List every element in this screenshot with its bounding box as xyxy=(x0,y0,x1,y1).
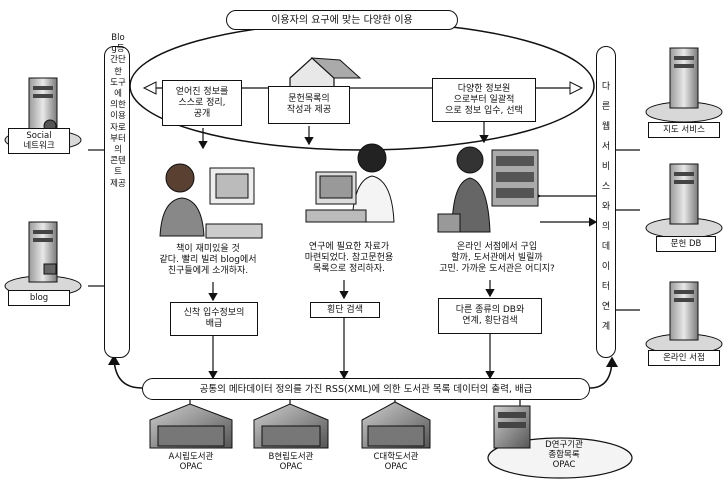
server-label-blog: blog xyxy=(8,290,70,306)
blog-server-icon xyxy=(4,221,82,297)
literature-db-server-icon xyxy=(645,163,723,239)
library-d-building-icon xyxy=(487,405,633,479)
library-b-building-icon xyxy=(253,403,329,449)
top-box-2: 다양한 정보원 으로부터 일괄적 으로 정보 입수, 선택 xyxy=(432,78,536,122)
user-blog-person-icon xyxy=(159,163,263,239)
online-bookstore-server-icon xyxy=(645,281,723,355)
library-a-building-icon xyxy=(149,403,233,449)
right-vertical-box-text: 다른 웹 서비스와의 데이터 연계 xyxy=(601,82,611,332)
speech-text-2: 온라인 서점에서 구입 할까, 도서관에서 빌릴까 고민. 가까운 도서관은 어… xyxy=(439,242,555,274)
speech-text-1: 연구에 필요한 자료가 마련되었다. 참고문헌용 목록으로 정리하자. xyxy=(304,242,394,274)
server-label-literature-db: 문헌 DB xyxy=(656,236,716,252)
bottom-banner: 공통의 메타데이터 정의를 가진 RSS(XML)에 의한 도서관 목록 데이터… xyxy=(142,378,590,400)
top-banner: 이용자의 요구에 맞는 다양한 이용 xyxy=(226,10,458,30)
top-box-0: 얻어진 정보를 스스로 정리, 공개 xyxy=(162,80,242,126)
mid-box-2: 다른 종류의 DB와 연계, 횡단검색 xyxy=(438,298,542,334)
right-vertical-box: 다른 웹 서비스와의 데이터 연계 xyxy=(596,46,616,358)
top-box-1: 문헌목록의 작성과 제공 xyxy=(268,86,350,124)
mid-box-1: 횡단 검색 xyxy=(310,302,380,318)
library-label-c: C대학도서관 OPAC xyxy=(373,452,419,472)
researcher-person-icon xyxy=(305,143,395,223)
map-service-server-icon xyxy=(645,47,723,123)
library-label-b: B현립도서관 OPAC xyxy=(268,452,314,472)
left-vertical-box-text: Blog등 간단한 도구에 의한 이용자로부터의 콘텐트 제공 xyxy=(110,33,126,189)
server-label-bookstore: 온라인 서점 xyxy=(648,350,720,366)
server-label-social: Social 네트워크 xyxy=(8,128,70,154)
server-label-map: 지도 서비스 xyxy=(648,122,720,138)
library-label-a: A시립도서관 OPAC xyxy=(168,452,214,472)
library-c-building-icon xyxy=(361,401,431,449)
bookstore-user-person-icon xyxy=(437,146,539,233)
mid-box-0: 신착 입수정보의 배급 xyxy=(170,302,258,336)
left-vertical-box: Blog등 간단한 도구에 의한 이용자로부터의 콘텐트 제공 xyxy=(104,33,130,358)
speech-text-0: 책이 재미있을 것 같다. 빨리 빌려 blog에서 친구들에게 소개하자. xyxy=(159,244,257,276)
library-label-d: D연구기관 종합목록 OPAC xyxy=(545,440,583,470)
